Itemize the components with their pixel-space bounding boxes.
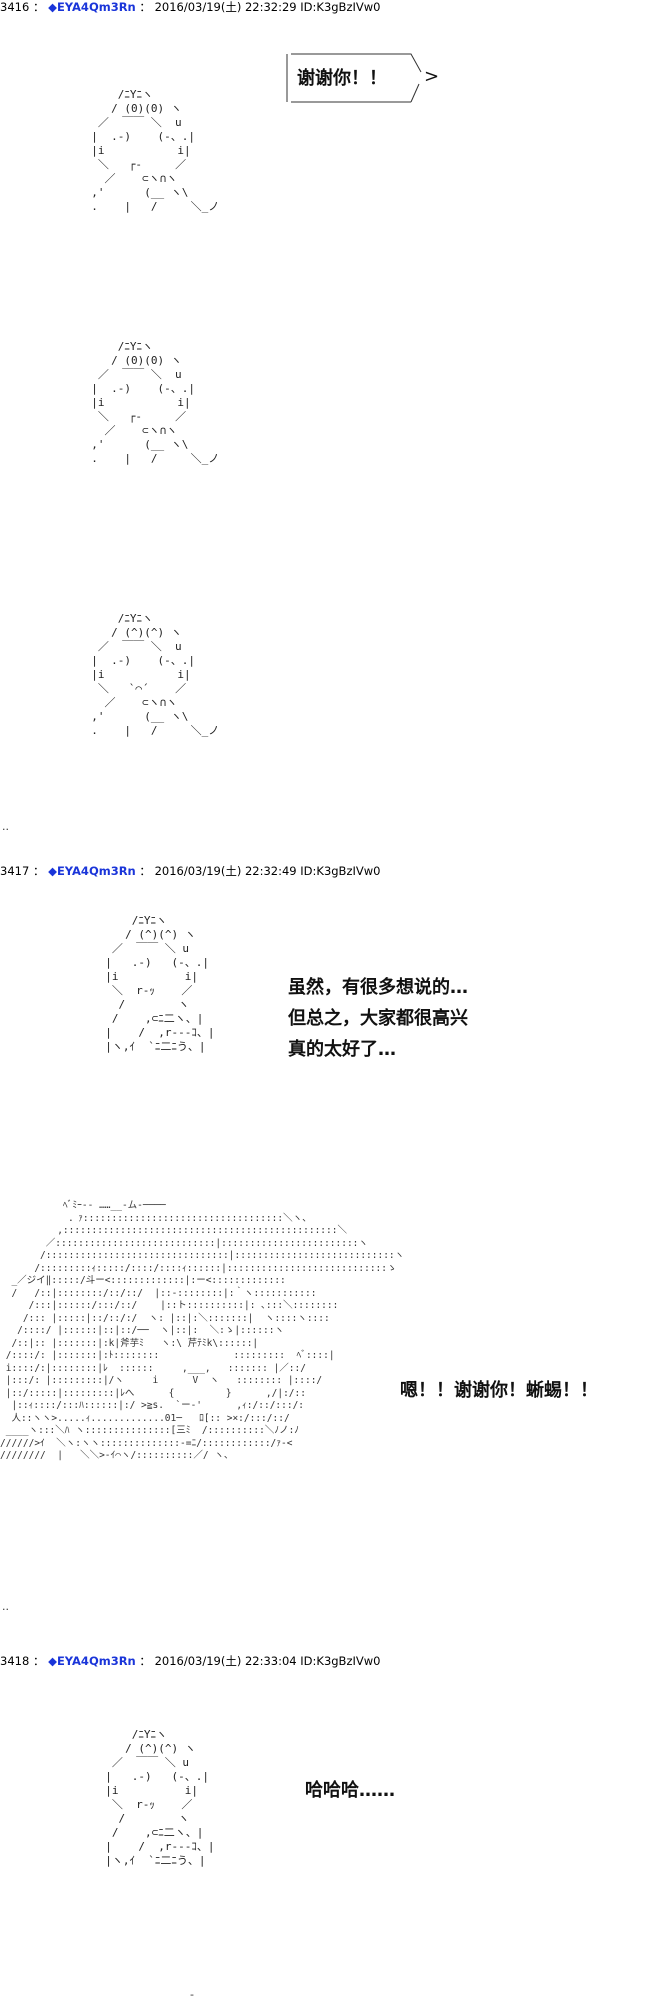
separator: ： — [139, 0, 151, 14]
separator: ： — [32, 1654, 45, 1668]
separator-dot: .. — [2, 1600, 9, 1613]
trip-diamond-icon: ◆ — [48, 864, 57, 878]
frog-ascii-art: /ﾆYﾆヽ / (0)(0) ヽ ／ ￣￣ ＼ u | .-) (-、.| |i… — [91, 340, 220, 465]
bubble-tail: > — [424, 66, 440, 87]
post-number: 3417 — [0, 864, 30, 878]
separator: ： — [139, 864, 151, 878]
poster-id: ID:K3gBzIVw0 — [300, 1654, 381, 1668]
poster-id: ID:K3gBzIVw0 — [300, 864, 381, 878]
separator: ： — [32, 864, 45, 878]
separator: ： — [32, 0, 45, 14]
trip-diamond-icon: ◆ — [48, 0, 57, 14]
post-datetime: 2016/03/19(土) 22:32:49 — [154, 864, 297, 878]
poster-id: ID:K3gBzIVw0 — [300, 0, 381, 14]
poster-trip[interactable]: EYA4Qm3Rn — [56, 0, 136, 14]
speech-text: 哈哈哈…… — [305, 1780, 395, 1801]
post-number: 3416 — [0, 0, 30, 14]
speech-bubble — [285, 53, 422, 103]
speech-text: 虽然，有很多想说的… 但总之，大家都很高兴 真的太好了… — [288, 977, 468, 1060]
separator-dot: .. — [2, 820, 9, 833]
poster-trip[interactable]: EYA4Qm3Rn — [56, 864, 136, 878]
post-header-3417: 3417 ： ◆EYA4Qm3Rn ： 2016/03/19(土) 22:32:… — [0, 864, 380, 878]
frog-ascii-art: /ﾆYﾆヽ / (0)(0) ヽ ／ ￣￣ ＼ u | .-) (-、.| |i… — [91, 88, 220, 213]
speech-text: 嗯！！谢谢你！蜥蜴！！ — [400, 1380, 598, 1401]
post-number: 3418 — [0, 1654, 30, 1668]
speech-bubble-shape — [286, 53, 422, 103]
speech-text: 谢谢你！！ — [297, 68, 387, 89]
separator: ： — [139, 1654, 151, 1668]
trip-diamond-icon: ◆ — [48, 1654, 57, 1668]
poster-trip[interactable]: EYA4Qm3Rn — [56, 1654, 136, 1668]
frog-ascii-art: /ﾆYﾆヽ / (^)(^) ヽ ／ ￣￣ ＼ u | .-) (-、.| |i… — [105, 914, 215, 1053]
separator-dot: - — [190, 1988, 194, 2001]
post-header-3418: 3418 ： ◆EYA4Qm3Rn ： 2016/03/19(土) 22:33:… — [0, 1654, 380, 1668]
frog-ascii-art: /ﾆYﾆヽ / (^)(^) ヽ ／ ￣￣ ＼ u | .-) (-、.| |i… — [105, 1728, 215, 1867]
frog-ascii-art: /ﾆYﾆヽ / (^)(^) ヽ ／ ￣￣ ＼ u | .-) (-、.| |i… — [91, 612, 220, 737]
post-header-3416: 3416 ： ◆EYA4Qm3Rn ： 2016/03/19(土) 22:32:… — [0, 0, 380, 14]
post-datetime: 2016/03/19(土) 22:32:29 — [154, 0, 297, 14]
post-datetime: 2016/03/19(土) 22:33:04 — [154, 1654, 297, 1668]
crowd-ascii-art: ﾍﾞﾐｰ‐‐ ……__‐ム‐──── ．ｧ:::::::::::::::::::… — [0, 1200, 405, 1461]
